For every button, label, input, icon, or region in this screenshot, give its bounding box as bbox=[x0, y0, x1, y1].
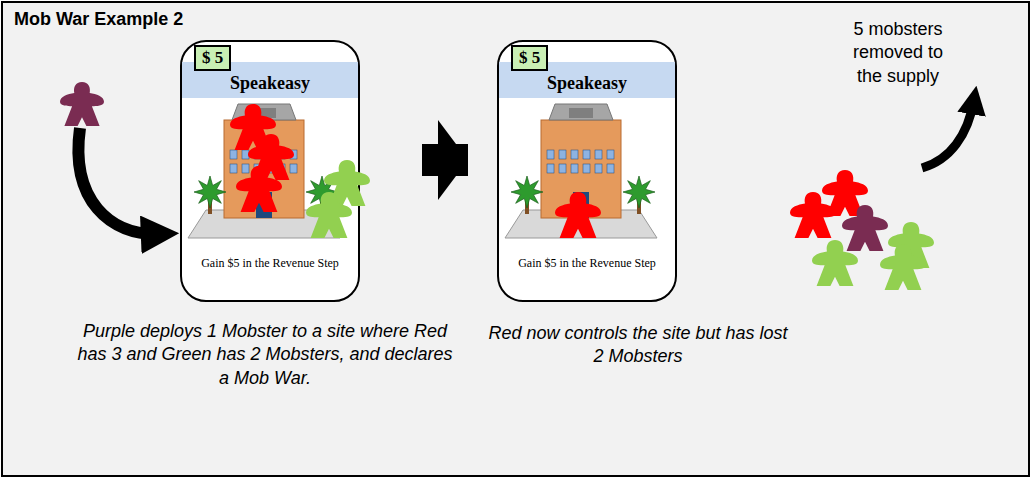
caption: Red now controls the site but has lost 2… bbox=[488, 322, 788, 369]
site-effect: Gain $5 in the Revenue Step bbox=[182, 256, 358, 271]
mobster bbox=[306, 192, 352, 238]
note: 5 mobsters removed to the supply bbox=[842, 18, 954, 88]
title: Mob War Example 2 bbox=[14, 9, 183, 30]
purple-mobster bbox=[60, 82, 104, 126]
site-card: $ 5SpeakeasyGain $5 in the Revenue Step bbox=[180, 40, 360, 302]
transition-arrow bbox=[360, 144, 468, 176]
site-card: $ 5SpeakeasyGain $5 in the Revenue Step bbox=[497, 40, 677, 302]
price-tag: $ 5 bbox=[194, 45, 231, 71]
caption: Purple deploys 1 Mobster to a site where… bbox=[70, 320, 460, 390]
supply-arrow bbox=[922, 100, 974, 168]
mobster bbox=[236, 166, 282, 212]
removed-mobsters bbox=[790, 170, 934, 290]
deploy-arrow bbox=[78, 128, 160, 234]
site-effect: Gain $5 in the Revenue Step bbox=[499, 256, 675, 271]
mobster bbox=[555, 192, 601, 238]
price-tag: $ 5 bbox=[511, 45, 548, 71]
